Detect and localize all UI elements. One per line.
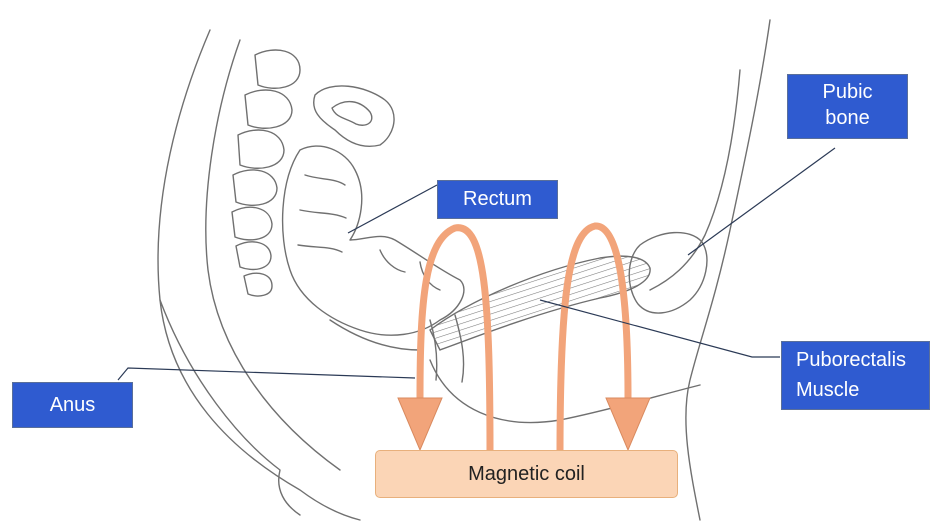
puborectalis-label-line1: Puborectalis — [796, 345, 929, 375]
anus-label: Anus — [12, 382, 133, 428]
floor-contour — [330, 320, 420, 350]
posterior-body-contour — [158, 30, 360, 520]
puborectalis-label: Puborectalis Muscle — [781, 341, 930, 410]
anterior-body-contour — [686, 20, 770, 520]
magnetic-coil-label: Magnetic coil — [376, 451, 677, 497]
magnetic-coil: Magnetic coil — [375, 450, 678, 498]
buttock-contour — [160, 300, 300, 515]
anus-label-text: Anus — [13, 383, 132, 427]
field-arrow-left — [398, 398, 442, 450]
puborectalis-label-line2: Muscle — [796, 375, 929, 405]
rectum-label: Rectum — [437, 180, 558, 219]
field-arrow-right — [606, 398, 650, 450]
pubic-bone-label: Pubic bone — [787, 74, 908, 139]
pubic-bone-label-line2: bone — [788, 103, 907, 133]
leader-anus — [118, 368, 415, 380]
anterior-inner-contour — [650, 70, 740, 290]
leader-puborectalis — [540, 300, 780, 357]
rectum-label-text: Rectum — [438, 181, 557, 218]
leader-pubic-bone — [688, 148, 835, 255]
inner-back-contour — [206, 40, 340, 470]
perineum-contour — [430, 360, 700, 423]
